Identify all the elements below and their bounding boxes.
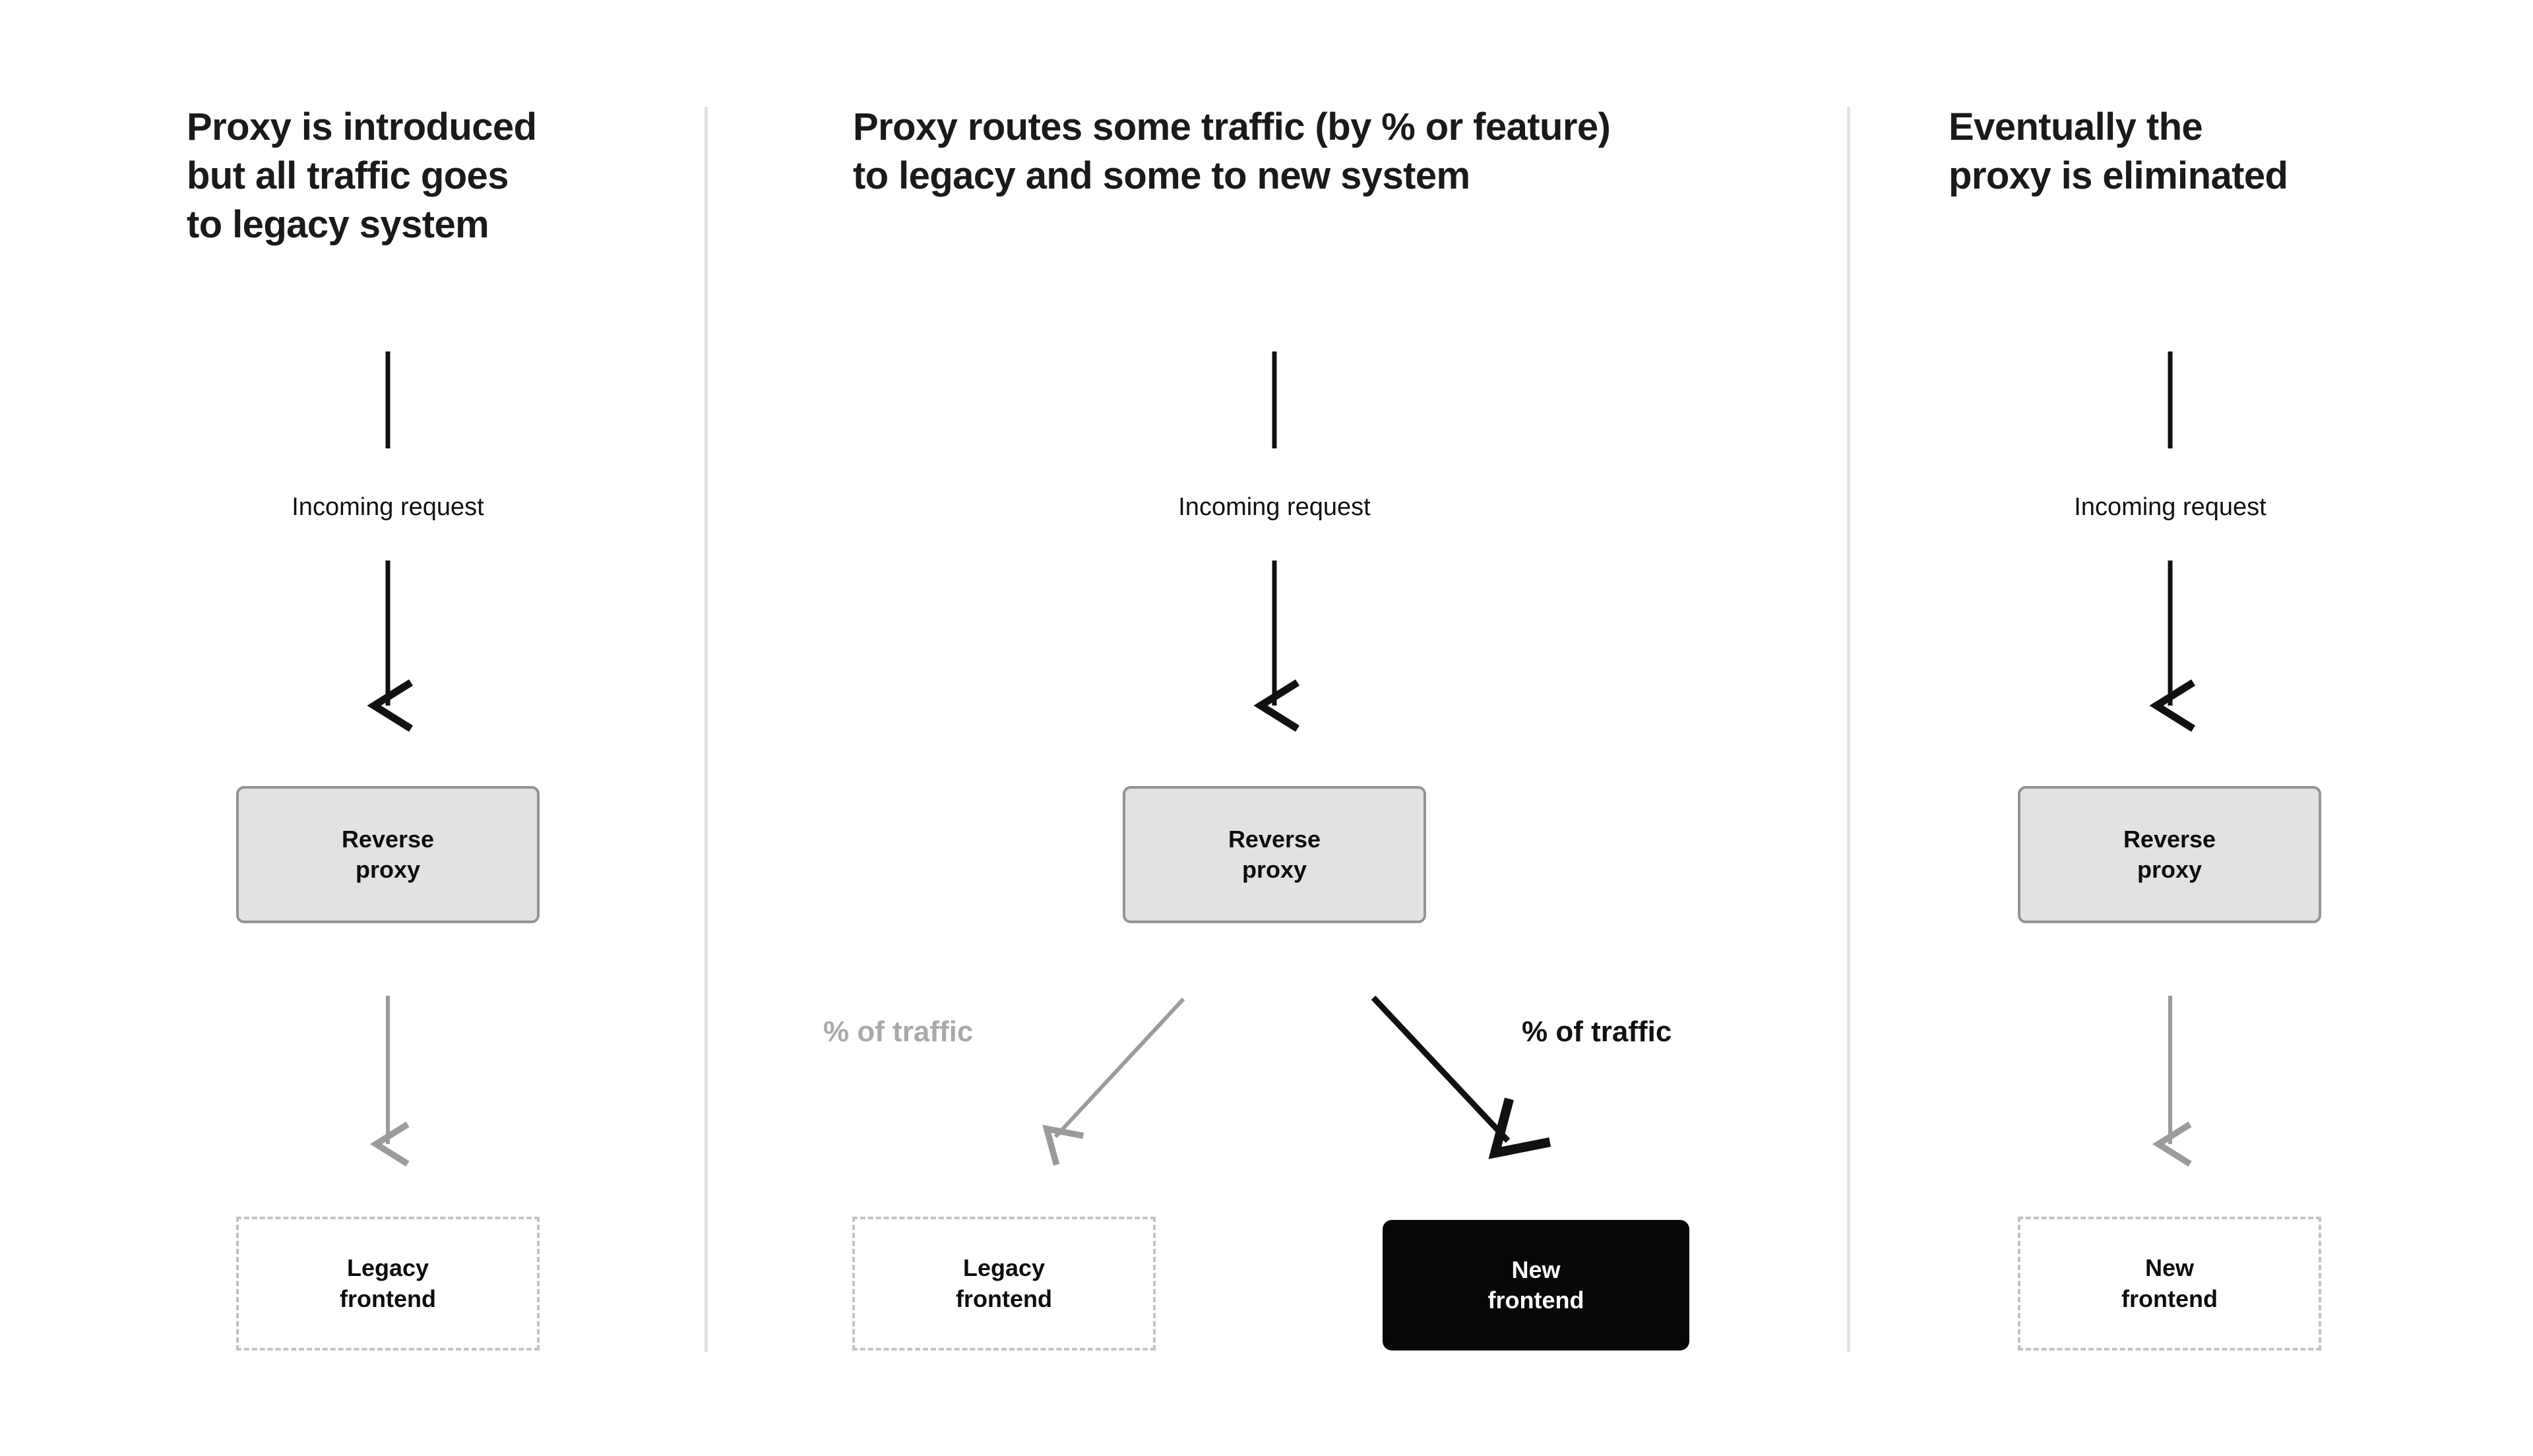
stage-2-traffic-label-new: % of traffic [1522, 1016, 1672, 1048]
column-divider-2 [1847, 107, 1850, 1352]
stage-2-reverse-proxy-node[interactable]: Reverse proxy [1123, 786, 1426, 923]
stage-1-incoming-request-label: Incoming request [292, 493, 484, 521]
col2-branch-arrow-new [1371, 995, 1551, 1159]
stage-2-incoming-request-label: Incoming request [1178, 493, 1371, 521]
column-divider-1 [704, 107, 708, 1352]
stage-3-reverse-proxy-node[interactable]: Reverse proxy [2018, 786, 2321, 923]
stage-2-heading: Proxy routes some traffic (by % or featu… [853, 106, 1611, 198]
stage-1-reverse-proxy-node[interactable]: Reverse proxy [236, 786, 540, 923]
stage-2-new-frontend-node[interactable]: New frontend [1383, 1220, 1689, 1350]
stage-3-incoming-request-label: Incoming request [2074, 493, 2267, 521]
col2-branch-arrow-legacy [1042, 997, 1185, 1166]
stage-3-new-frontend-node[interactable]: New frontend [2018, 1217, 2321, 1350]
stage-1-heading: Proxy is introduced but all traffic goes… [187, 106, 537, 247]
stage-3-heading: Eventually the proxy is eliminated [1949, 106, 2288, 198]
stage-1-legacy-frontend-node[interactable]: Legacy frontend [236, 1217, 540, 1350]
col2-connectors [1042, 351, 1551, 1166]
stage-2-legacy-frontend-node[interactable]: Legacy frontend [852, 1217, 1156, 1350]
stage-2-traffic-label-legacy: % of traffic [823, 1016, 974, 1048]
